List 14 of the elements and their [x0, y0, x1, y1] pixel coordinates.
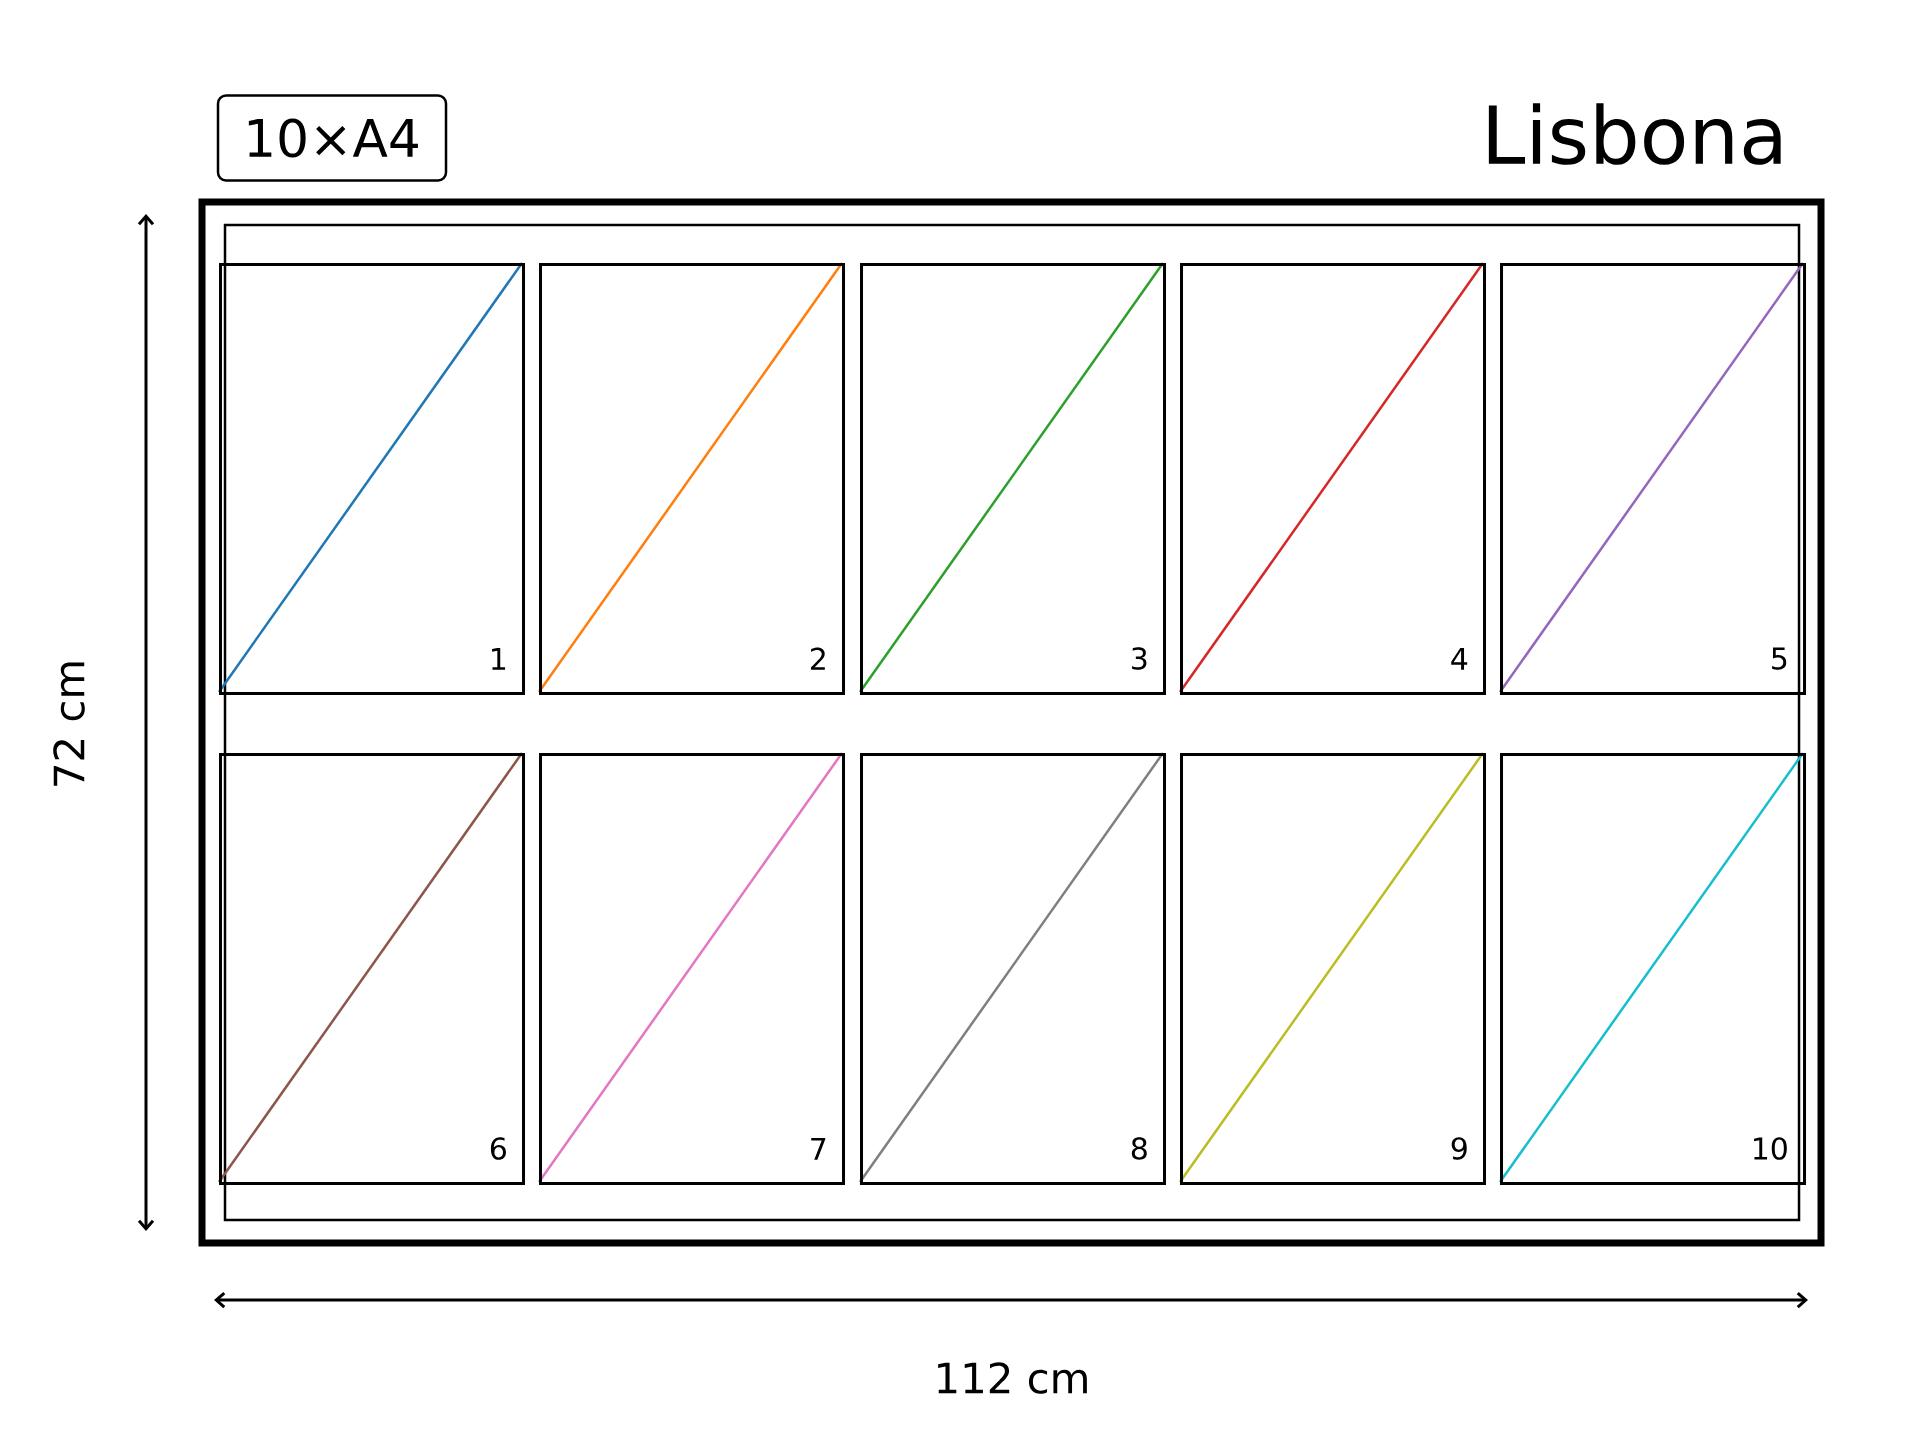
dimension-label: 72 cm: [53, 662, 85, 786]
sheet-box: 7: [538, 752, 845, 1185]
title: Lisbona: [1488, 103, 1781, 165]
sheet-box: 3: [859, 262, 1166, 695]
sheet-box: 6: [218, 752, 525, 1185]
sheet-box: 9: [1179, 752, 1486, 1185]
label-box: 10×A4: [216, 94, 448, 182]
sheet-box: 2: [538, 262, 845, 695]
sheet-box: 10: [1499, 752, 1806, 1185]
sheet-box: 4: [1179, 262, 1486, 695]
sheet-box: 5: [1499, 262, 1806, 695]
sheet-box: 8: [859, 752, 1166, 1185]
sheet-box: 1: [218, 262, 525, 695]
dimension-label: 112 cm: [938, 1362, 1087, 1394]
